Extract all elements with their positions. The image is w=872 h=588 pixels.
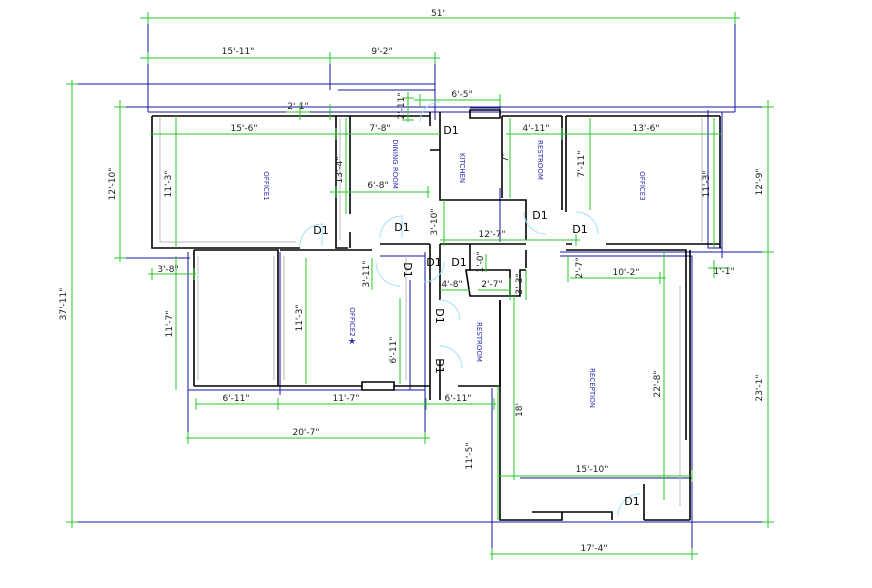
dim-restroom-width: 4'-11" (522, 124, 549, 134)
door-swing-dining (379, 215, 403, 239)
dim-kitchen-width: 6'-5" (451, 90, 472, 100)
door-tag-restroom1: D1 (532, 209, 547, 222)
door-swings (299, 101, 641, 517)
dim-restroom2-height: 6'-11" (389, 336, 399, 363)
wall-hall (380, 243, 526, 400)
dim-small-1-0: 1'-0" (476, 251, 486, 272)
room-label-restroom1: RESTROOM (536, 140, 544, 180)
wall-kitchen (439, 109, 527, 240)
star-marker-icon: ★ (348, 337, 356, 347)
dim-reception-width: 15'-10" (576, 465, 609, 475)
dim-hall-width: 12'-7" (478, 230, 505, 240)
dim-restroom2-depth: 3'-3" (515, 273, 525, 294)
door-swing-restroom2-b (439, 345, 463, 369)
door-tag-restroom2-b: D1 (433, 358, 446, 373)
door-tag-office1: D1 (313, 224, 328, 237)
dim-office3-left-height: 7'-11" (577, 150, 587, 177)
dim-office2-height: 11'-3" (295, 304, 305, 331)
extension-lines (72, 18, 770, 558)
door-swing-hall-a (375, 261, 401, 287)
room-labels: OFFICE1 DINING ROOM KITCHEN RESTROOM OFF… (262, 139, 646, 408)
dim-bottom-width: 17'-4" (580, 544, 607, 554)
dim-restroom2-width: 4'-8" (441, 280, 462, 290)
door-tag-dining: D1 (394, 221, 409, 234)
room-label-dining: DINING ROOM (391, 139, 399, 189)
door-swing-hall-b (423, 261, 445, 283)
dim-dining-lower: 6'-8" (367, 181, 388, 191)
door-tag-hall-a: D1 (401, 262, 414, 277)
door-swing-office1 (299, 223, 323, 247)
room-label-kitchen: KITCHEN (458, 153, 466, 183)
dim-left-width: 15'-11" (222, 47, 255, 57)
dim-right-height: 23'-1" (755, 374, 765, 401)
dim-dining-width: 7'-8" (369, 124, 390, 134)
wall-left-rooms (193, 249, 430, 391)
door-swing-office3 (575, 211, 599, 235)
dim-kitchen-height: 2'-11" (397, 92, 407, 119)
door-tag-office3: D1 (572, 223, 587, 236)
door-swing-reception (617, 493, 641, 517)
dim-office3-width: 13'-6" (632, 124, 659, 134)
dim-restroom-height: 7' (501, 154, 511, 162)
dim-reception-left-lower: 11'-5" (465, 442, 475, 469)
door-tag-reception: D1 (624, 495, 639, 508)
room-label-reception: RECEPTION (588, 368, 596, 408)
dim-small-2-7: 2'-7" (575, 257, 585, 278)
door-tag-kitchen: D1 (443, 124, 458, 137)
door-tag-restroom2-a: D1 (433, 308, 446, 323)
dim-left-offset: 3'-8" (157, 265, 178, 275)
door-tag-hall-c: D1 (451, 256, 466, 269)
door-swing-restroom1 (523, 211, 547, 235)
dim-reception-top-width: 10'-2" (612, 268, 639, 278)
dim-hall-height: 3'-11" (362, 260, 372, 287)
inner-offsets (159, 118, 703, 512)
dim-reception-side: 18' (515, 403, 525, 417)
door-tag-hall-b: D1 (426, 256, 441, 269)
dim-office2-width: 11'-7" (332, 394, 359, 404)
dim-middle-width: 9'-2" (371, 47, 392, 57)
room-label-office1: OFFICE1 (262, 171, 270, 200)
dim-combined-width: 20'-7" (292, 428, 319, 438)
dim-step: 2'-1" (287, 102, 308, 112)
dim-restroom2-bottom-width: 6'-11" (444, 394, 471, 404)
dim-office3-right-height: 11'-3" (702, 170, 712, 197)
dim-room-a-width: 6'-11" (222, 394, 249, 404)
dim-right-top-height: 12'-9" (755, 168, 765, 195)
dimension-lines (66, 12, 774, 560)
dim-hall-gap: 3'-10" (430, 208, 440, 235)
door-swing-restroom2-a (439, 299, 461, 321)
door-tags: D1 D1 D1 D1 D1 D1 D1 D1 D1 D1 D1 (313, 124, 639, 508)
dim-office1-height: 11'-3" (164, 170, 174, 197)
dim-reception-height: 22'-8" (653, 370, 663, 397)
dim-right-1-1: 1'-1" (713, 267, 734, 277)
walls (151, 109, 721, 521)
dim-overall-height: 37'-11" (59, 288, 69, 321)
wall-dining (336, 112, 441, 248)
dim-office1-width: 15'-6" (230, 124, 257, 134)
dim-overall-width: 51' (431, 9, 445, 19)
dimension-labels: 51' 15'-11" 9'-2" 37'-11" 23'-1" 12'-9" … (59, 9, 765, 554)
room-label-office3: OFFICE3 (638, 171, 646, 200)
wall-office3 (565, 115, 721, 248)
dim-restroom2-step: 2'-7" (481, 280, 502, 290)
dim-left-rooms-height: 11'-7" (165, 310, 175, 337)
room-label-office2: OFFICE2 (348, 307, 356, 336)
room-label-restroom2: RESTROOM (475, 322, 483, 362)
dim-dining-height: 13'-4" (335, 156, 345, 183)
wall-reception (499, 249, 691, 521)
dim-left-top-height: 12'-10" (108, 168, 118, 201)
door-swing-kitchen (419, 101, 441, 123)
